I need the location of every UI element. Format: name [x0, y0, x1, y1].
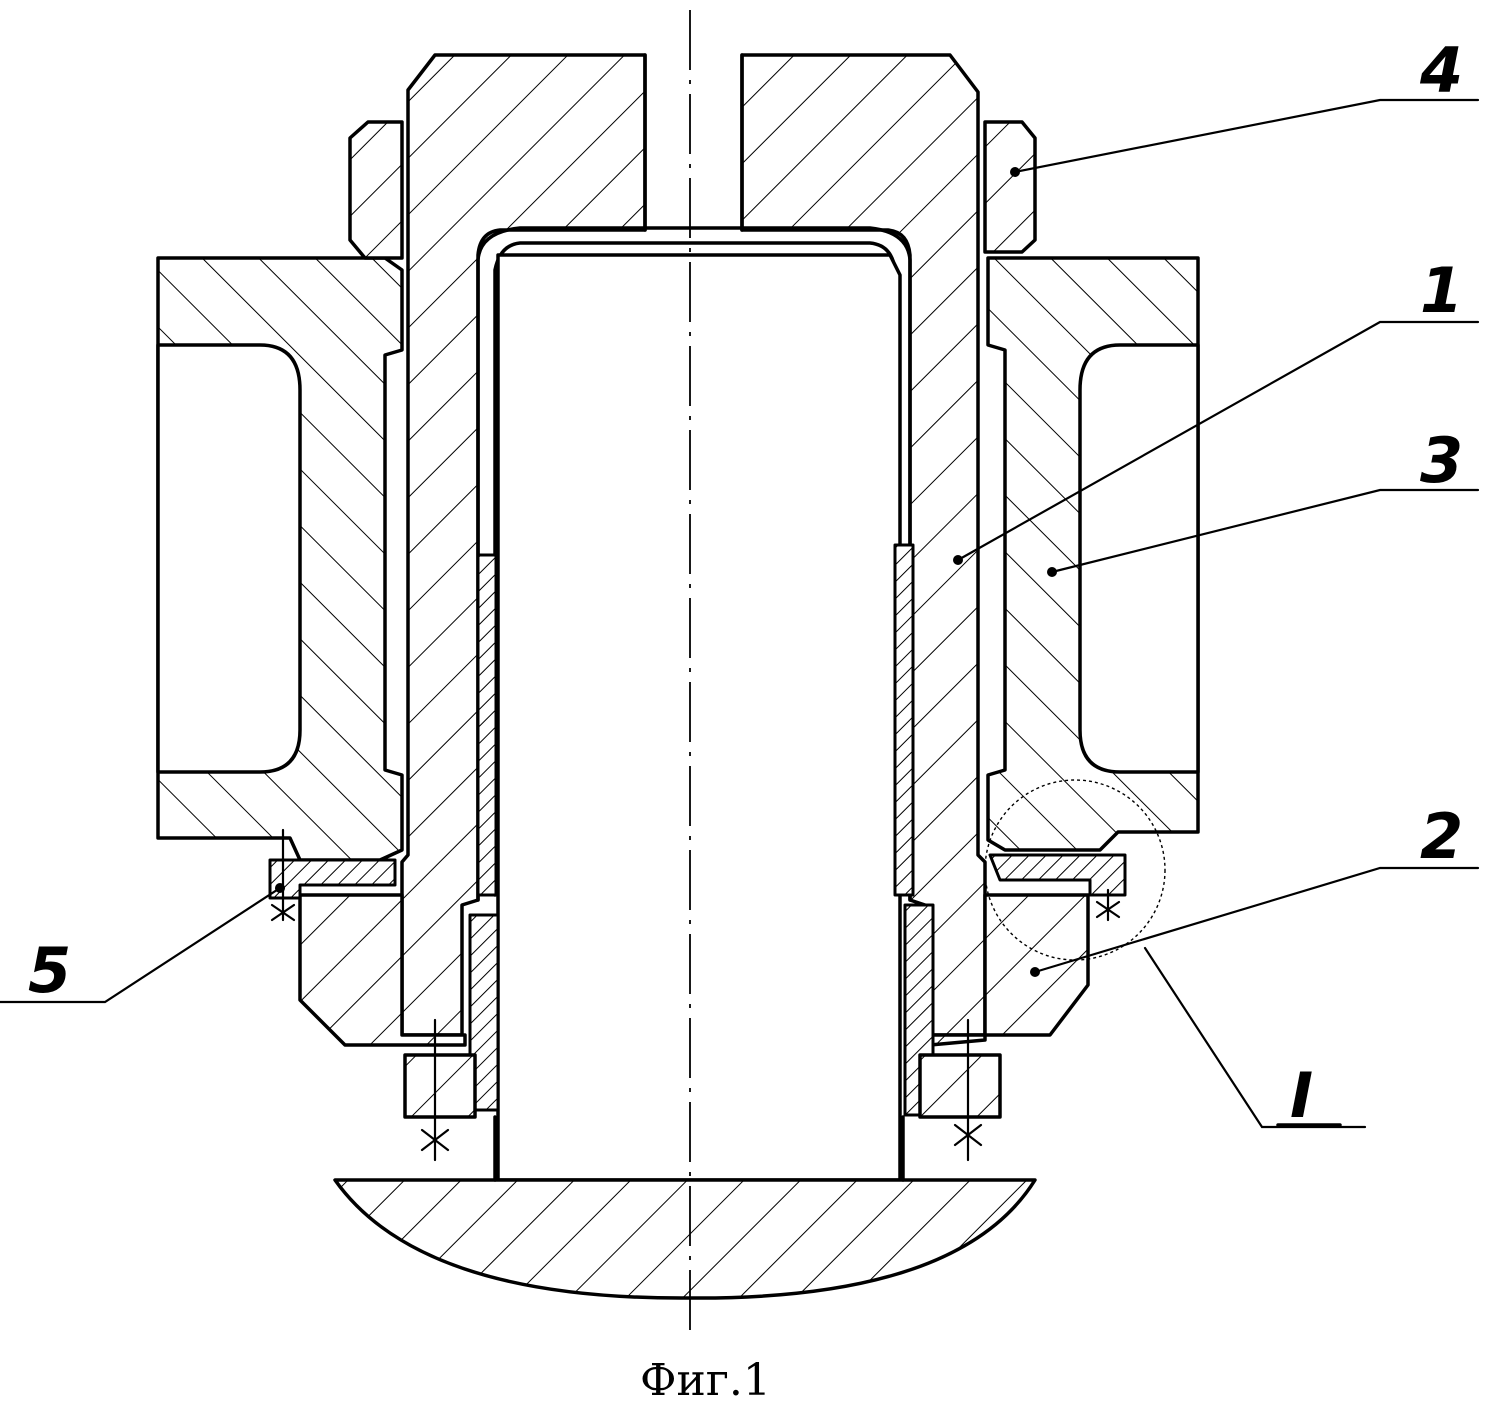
- lower-nut-left: [405, 1055, 475, 1117]
- lower-nut-right: [920, 1055, 1000, 1117]
- liner-right: [895, 545, 913, 895]
- callout-4: 4: [1419, 34, 1463, 107]
- callout-3: 3: [1420, 424, 1463, 497]
- nut-left: [350, 122, 402, 258]
- callout-2: 2: [1420, 800, 1463, 873]
- housing-left-cavity: [158, 345, 300, 772]
- callout-detail-i: I: [1290, 1059, 1313, 1132]
- washer-right: [990, 855, 1125, 895]
- housing-right-cavity: [1080, 345, 1198, 772]
- nut-right: [985, 122, 1035, 252]
- callout-1: 1: [1420, 254, 1463, 327]
- liner-left: [478, 555, 496, 895]
- callout-5: 5: [28, 934, 71, 1007]
- figure-caption: Фиг.1: [640, 1355, 771, 1406]
- base-plate: [335, 1180, 1035, 1298]
- central-bore: [498, 255, 900, 1180]
- washer-left: [270, 860, 395, 898]
